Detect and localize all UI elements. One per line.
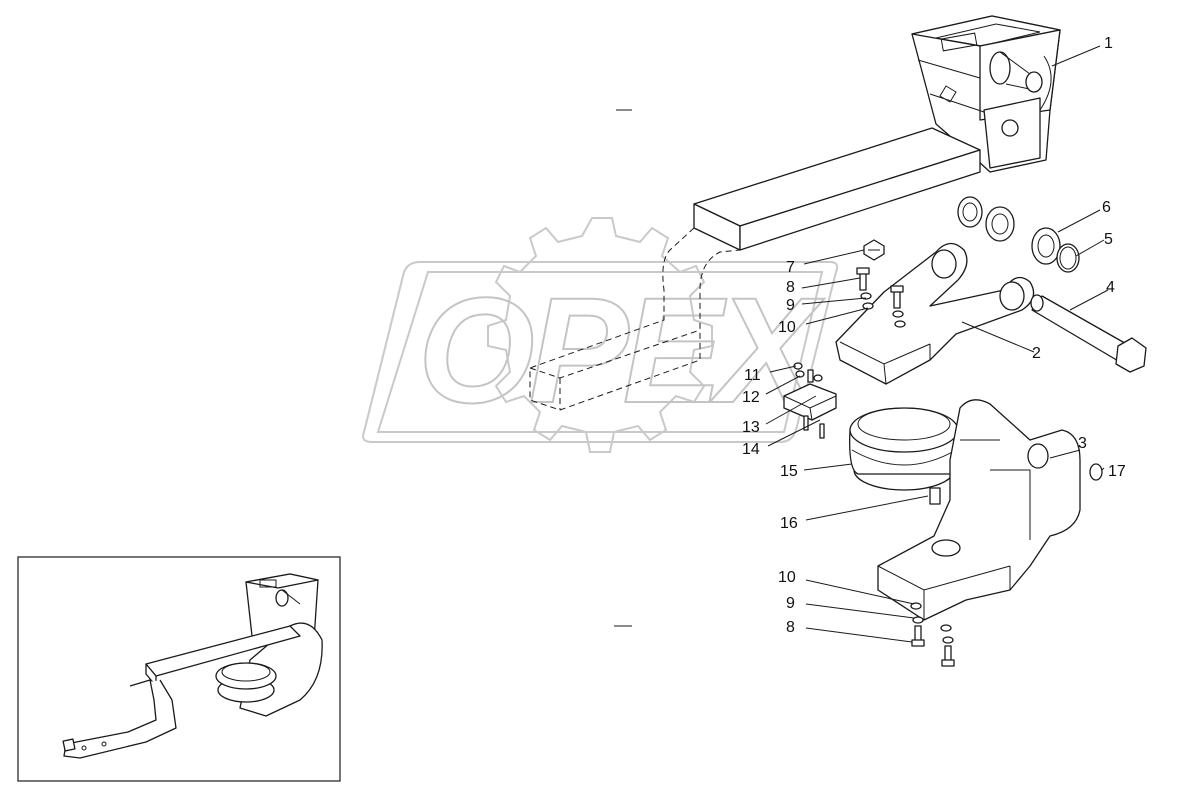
part-pin-bolt: [1030, 294, 1147, 373]
part-clamp-bracket: [783, 362, 837, 439]
callout-10-upper: 10: [778, 319, 796, 336]
callout-3: 3: [1078, 435, 1087, 452]
part-frame-bracket: [529, 15, 1061, 411]
callout-8-upper: 8: [786, 279, 795, 296]
watermark-frame-outer: [362, 261, 839, 443]
callout-7: 7: [786, 259, 795, 276]
callout-11: 11: [744, 367, 761, 384]
watermark: OPEX: [362, 217, 839, 453]
callout-8-lower: 8: [786, 619, 795, 636]
part-bushings: [863, 196, 1080, 273]
leader-lines: [765, 45, 1109, 643]
callout-1: 1: [1104, 35, 1113, 52]
watermark-frame-inner: [376, 271, 824, 433]
callout-9-upper: 9: [786, 297, 795, 314]
callout-17: 17: [1108, 463, 1126, 480]
callout-9-lower: 9: [786, 595, 795, 612]
callout-4: 4: [1106, 279, 1115, 296]
callout-6: 6: [1102, 199, 1111, 216]
watermark-gear-icon: [487, 217, 713, 453]
part-small-fasteners-lower: [910, 602, 955, 667]
callout-13: 13: [742, 419, 760, 436]
callout-labels: 1 2 3 4 5 6 7 8 9 10 11 12 13 14 15 16 1…: [742, 35, 1126, 636]
callout-2: 2: [1032, 345, 1041, 362]
inset-assembled-view: [17, 556, 341, 782]
bushing-6: [1031, 227, 1061, 265]
callout-16: 16: [780, 515, 798, 532]
part-axle-bracket: [877, 399, 1103, 621]
callout-12: 12: [742, 389, 760, 406]
ring-5: [1056, 243, 1080, 273]
part-small-fasteners-upper: [856, 267, 906, 328]
callout-15: 15: [780, 463, 798, 480]
watermark-text: OPEX: [418, 266, 825, 434]
callout-10-lower: 10: [778, 569, 796, 586]
scan-marks: [614, 109, 632, 627]
washer-17: [1089, 463, 1103, 481]
part-air-spring: [849, 407, 959, 505]
part-trailing-arm: [835, 242, 1035, 385]
callout-14: 14: [742, 441, 760, 458]
callout-5: 5: [1104, 231, 1113, 248]
